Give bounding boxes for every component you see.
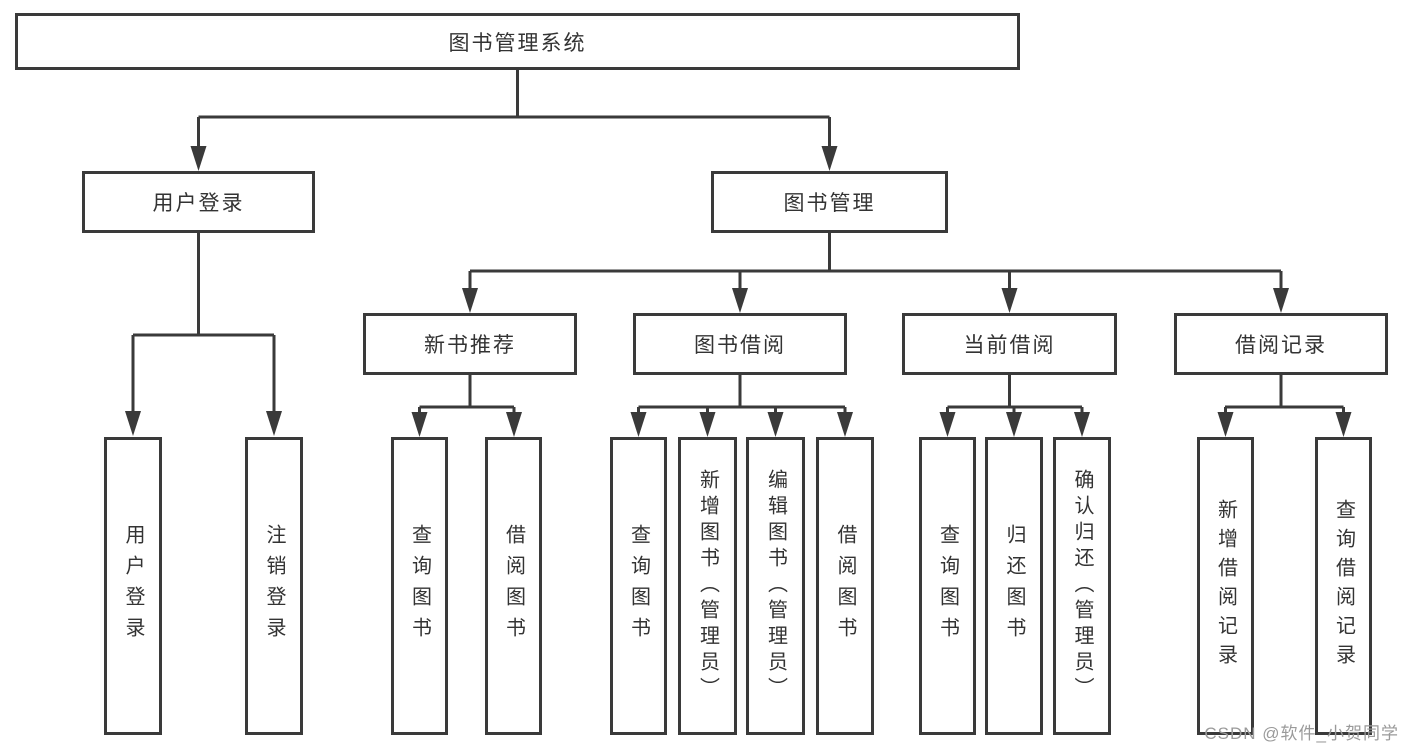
leaf-query-books-current: 查询图书	[919, 437, 976, 735]
node-current-borrowing: 当前借阅	[902, 313, 1117, 375]
watermark: CSDN @软件_小贺同学	[1204, 724, 1399, 743]
leaf-add-books-admin: 新增图书（管理员）	[678, 437, 737, 735]
leaf-query-borrow-record: 查询借阅记录	[1315, 437, 1372, 735]
leaf-logout-login: 注销登录	[245, 437, 303, 735]
leaf-query-books-borrowing: 查询图书	[610, 437, 667, 735]
leaf-add-borrow-record: 新增借阅记录	[1197, 437, 1254, 735]
leaf-confirm-return-admin: 确认归还（管理员）	[1053, 437, 1111, 735]
leaf-borrow-books-borrowing: 借阅图书	[816, 437, 874, 735]
node-user-login: 用户登录	[82, 171, 315, 233]
node-book-borrowing: 图书借阅	[633, 313, 847, 375]
leaf-user-login: 用户登录	[104, 437, 162, 735]
node-new-book-recommend: 新书推荐	[363, 313, 577, 375]
node-borrowing-records: 借阅记录	[1174, 313, 1388, 375]
leaf-borrow-books-recommend: 借阅图书	[485, 437, 542, 735]
leaf-query-books-recommend: 查询图书	[391, 437, 448, 735]
leaf-return-books: 归还图书	[985, 437, 1043, 735]
node-book-management: 图书管理	[711, 171, 948, 233]
leaf-edit-books-admin: 编辑图书（管理员）	[746, 437, 805, 735]
node-library-system: 图书管理系统	[15, 13, 1020, 70]
